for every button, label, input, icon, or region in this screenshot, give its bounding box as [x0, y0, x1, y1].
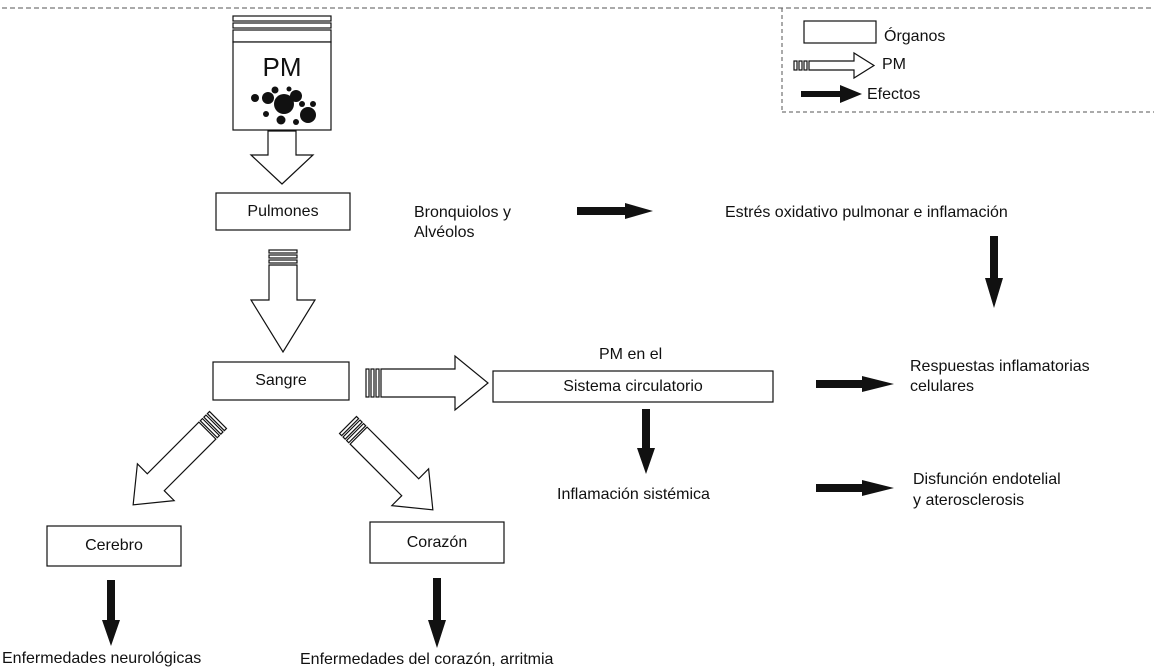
pm-title: PM — [262, 52, 302, 82]
heart-diseases-label: Enfermedades del corazón, arritmia — [300, 651, 554, 668]
brain-label: Cerebro — [85, 537, 143, 554]
brain-down-arrow — [102, 580, 120, 646]
heart-box — [369, 521, 505, 564]
legend-organ-swatch — [803, 20, 877, 44]
blood-to-circulatory-arrow — [365, 354, 489, 412]
cellular-responses-label-line2: celulares — [910, 378, 975, 395]
brain-box — [46, 525, 182, 567]
oxidative-stress-down-arrow — [985, 236, 1003, 308]
legend-effect-arrow-icon — [801, 85, 862, 103]
pm-in-the-label: PM en el — [599, 346, 663, 363]
blood-to-brain-arrow — [132, 410, 228, 506]
cellular-responses-label-line1: Respuestas inflamatorias — [910, 358, 1090, 375]
particles-icon — [251, 86, 316, 125]
circulatory-to-responses-arrow — [816, 376, 894, 392]
blood-label: Sangre — [255, 372, 307, 389]
lungs-to-blood-arrow — [249, 249, 317, 354]
oxidative-stress-label: Estrés oxidativo pulmonar e inflamación — [725, 204, 1008, 221]
heart-down-arrow — [428, 578, 446, 648]
circulatory-system-box — [492, 370, 774, 403]
heart-label: Corazón — [406, 534, 468, 551]
endothelial-label-line2: y aterosclerosis — [913, 492, 1025, 509]
lungs-box — [215, 192, 351, 231]
bronchioles-label-line1: Bronquiolos y — [414, 204, 511, 221]
bronchioles-effect-arrow — [577, 203, 653, 219]
lungs-label: Pulmones — [247, 203, 319, 220]
bronchioles-label-line2: Alvéolos — [414, 224, 475, 241]
inflammation-to-endothelial-arrow — [816, 480, 894, 496]
legend-pm-label: PM — [882, 56, 906, 73]
neurological-diseases-label: Enfermedades neurológicas — [2, 650, 202, 667]
blood-box — [212, 361, 350, 401]
legend-effects-label: Efectos — [867, 86, 921, 103]
circulatory-system-label: Sistema circulatorio — [563, 378, 703, 395]
circulatory-down-arrow — [637, 409, 655, 474]
endothelial-label-line1: Disfunción endotelial — [913, 471, 1061, 488]
blood-to-heart-arrow — [338, 415, 434, 511]
legend-frame — [781, 8, 1154, 113]
legend-organs-label: Órganos — [884, 28, 946, 45]
systemic-inflammation-label: Inflamación sistémica — [557, 486, 710, 503]
pm-to-lungs-arrow — [249, 130, 315, 185]
legend-pm-arrow-icon — [793, 51, 876, 80]
